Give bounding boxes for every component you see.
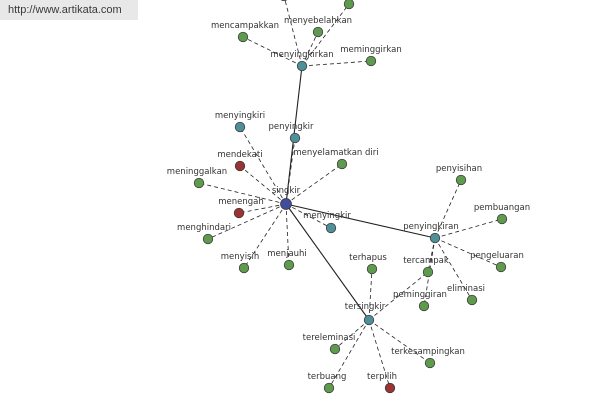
edge-tersingkir-terkesampingkan	[368, 319, 431, 364]
edge-penyingkiran-penyisihan	[434, 179, 462, 239]
node-menyingkiri[interactable]	[234, 121, 246, 133]
label-eliminasi: eliminasi	[447, 284, 485, 294]
edge-penyingkiran-tercampak	[427, 237, 436, 273]
edge-singkir-menjauhi	[285, 203, 290, 266]
node-tersingkir[interactable]	[363, 314, 375, 326]
nodes-layer	[193, 0, 508, 394]
node-top1[interactable]	[279, 0, 289, 2]
edge-tersingkir-tereleminasi	[334, 319, 370, 350]
edge-singkir-menyisih	[243, 203, 287, 269]
node-penyisihan[interactable]	[455, 174, 467, 186]
edge-penyingkiran-pembuangan	[434, 218, 503, 239]
label-pengeluaran: pengeluaran	[470, 251, 524, 261]
edge-singkir-meninggalkan	[198, 182, 287, 205]
node-menyingkirkan[interactable]	[296, 60, 308, 72]
label-menyebelahkan: menyebelahkan	[284, 16, 352, 26]
node-pembuangan[interactable]	[496, 213, 508, 225]
node-terkesampingkan[interactable]	[424, 357, 436, 369]
edge-penyingkiran-eliminasi	[434, 237, 473, 301]
node-menengah[interactable]	[233, 207, 245, 219]
edge-tersingkir-tercampak	[368, 271, 429, 321]
label-terpilih: terpilih	[367, 372, 397, 382]
node-singkir[interactable]	[280, 198, 292, 210]
node-menghindari[interactable]	[202, 233, 214, 245]
source-url-banner: http://www.artikata.com	[0, 0, 138, 20]
edge-singkir-menyingkir	[285, 203, 332, 229]
edge-singkir-menyingkiri	[239, 126, 287, 205]
label-menyingkirkan: menyingkirkan	[270, 50, 333, 60]
node-pengeluaran[interactable]	[495, 261, 507, 273]
edge-menyingkirkan-meminggirkan	[301, 60, 372, 67]
label-menyingkir: menyingkir	[303, 211, 351, 221]
node-top2[interactable]	[343, 0, 355, 10]
label-mendekati: mendekati	[217, 150, 262, 160]
node-penyingkir[interactable]	[289, 132, 301, 144]
label-penyisihan: penyisihan	[436, 164, 482, 174]
label-menjauhi: menjauhi	[267, 249, 307, 259]
node-mendekati[interactable]	[234, 160, 246, 172]
node-terpilih[interactable]	[384, 382, 396, 394]
edge-penyingkiran-pengeluaran	[434, 237, 502, 268]
label-meminggirkan: meminggirkan	[340, 45, 402, 55]
label-pembuangan: pembuangan	[474, 203, 530, 213]
label-terkesampingkan: terkesampingkan	[391, 347, 465, 357]
node-meminggirkan[interactable]	[365, 55, 377, 67]
edge-tersingkir-terpilih	[368, 319, 391, 389]
edge-menyingkirkan-top2	[301, 3, 350, 67]
label-penyingkir: penyingkir	[269, 122, 314, 132]
edge-singkir-menghindari	[207, 203, 287, 240]
label-menyingkiri: menyingkiri	[215, 111, 265, 121]
node-menjauhi[interactable]	[283, 259, 295, 271]
edge-singkir-penyingkiran	[285, 203, 436, 239]
label-meninggalkan: meninggalkan	[167, 167, 227, 177]
label-menghindari: menghindari	[177, 223, 231, 233]
label-menyelamatkan-diri: menyelamatkan diri	[293, 148, 378, 158]
node-menyisih[interactable]	[238, 262, 250, 274]
node-menyingkir[interactable]	[325, 222, 337, 234]
node-tereleminasi[interactable]	[329, 343, 341, 355]
edge-tersingkir-terbuang	[328, 319, 370, 389]
edges-layer	[198, 0, 503, 389]
label-peminggiran: peminggiran	[393, 290, 447, 300]
edge-penyingkiran-peminggiran	[423, 237, 436, 307]
label-mencampakkan: mencampakkan	[211, 21, 279, 31]
label-menyisih: menyisih	[221, 252, 259, 262]
node-menyelamatkan-diri[interactable]	[336, 158, 348, 170]
label-penyingkiran: penyingkiran	[403, 222, 459, 232]
label-terbuang: terbuang	[308, 372, 347, 382]
edge-singkir-mendekati	[239, 165, 287, 205]
edge-singkir-menyelamatkan_diri	[285, 163, 343, 205]
edge-singkir-menengah	[238, 203, 287, 214]
label-menengah: menengah	[218, 197, 264, 207]
node-penyingkiran[interactable]	[429, 232, 441, 244]
label-singkir: singkir	[272, 186, 301, 196]
labels-layer: singkir menyingkirkan menyingkiri penyingki…	[167, 16, 530, 382]
label-tercampak: tercampak	[403, 256, 449, 266]
edge-singkir-tersingkir	[285, 203, 370, 321]
node-menyebelahkan[interactable]	[312, 26, 324, 38]
node-tercampak[interactable]	[422, 266, 434, 278]
node-peminggiran[interactable]	[418, 300, 430, 312]
node-meninggalkan[interactable]	[193, 177, 205, 189]
label-terhapus: terhapus	[349, 253, 387, 263]
node-eliminasi[interactable]	[466, 294, 478, 306]
node-terbuang[interactable]	[323, 382, 335, 394]
edge-tersingkir-terhapus	[368, 268, 373, 321]
node-terhapus[interactable]	[366, 263, 378, 275]
label-tereleminasi: tereleminasi	[303, 333, 356, 343]
edge-menyingkirkan-menyebelahkan	[301, 31, 319, 67]
node-mencampakkan[interactable]	[237, 31, 249, 43]
label-tersingkir: tersingkir	[345, 302, 386, 312]
edge-menyingkirkan-mencampakkan	[242, 36, 303, 67]
edge-menyingkirkan-top1	[284, 0, 303, 67]
